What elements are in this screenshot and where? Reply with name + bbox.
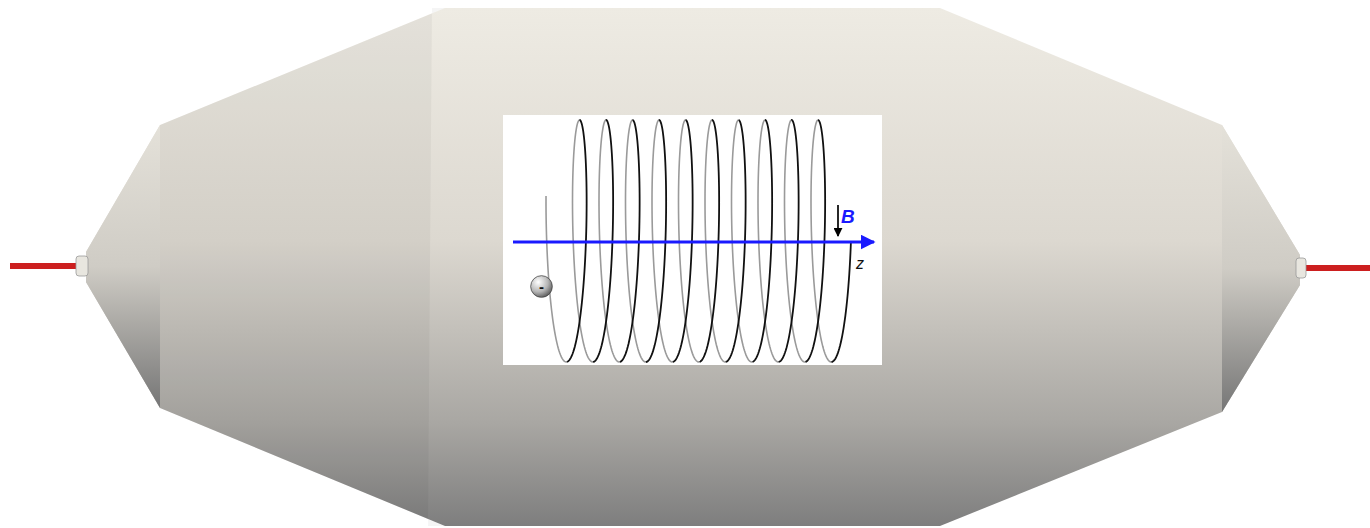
vessel-body	[86, 8, 1300, 526]
field-arrow	[513, 241, 874, 244]
flange	[76, 256, 88, 276]
vessel-cone	[1222, 125, 1300, 412]
axis-label: z	[856, 256, 864, 272]
electron-particle: -	[530, 275, 553, 298]
field-label: B	[841, 207, 855, 226]
vessel-shade	[160, 8, 445, 526]
helix-front	[831, 241, 851, 362]
inset-panel	[503, 115, 882, 365]
helix-end-arrow	[837, 205, 839, 236]
flange	[1296, 258, 1306, 278]
vessel-cone	[86, 125, 160, 408]
beam-tube	[1296, 265, 1370, 271]
charge-sign: -	[539, 279, 544, 294]
beam-tube	[10, 263, 82, 269]
